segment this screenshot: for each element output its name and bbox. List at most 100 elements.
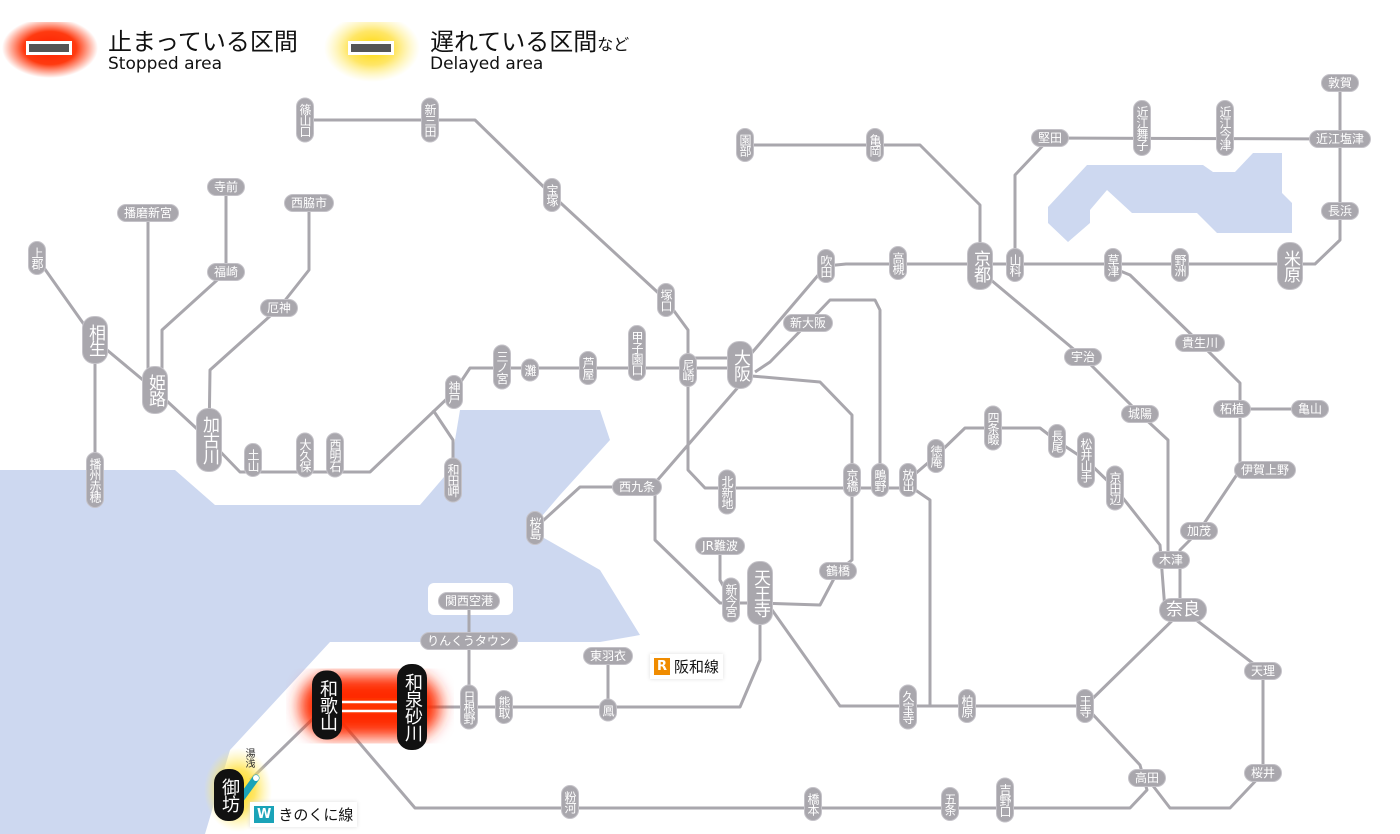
rail-lines	[35, 83, 1342, 810]
rail-line-segment	[907, 426, 1167, 611]
station-tsuchiyama[interactable]: 土山	[244, 443, 262, 477]
station-izumisunagawa[interactable]: 和泉砂川	[397, 664, 427, 750]
station-matsuiyamate[interactable]: 松井山手	[1077, 432, 1095, 488]
station-amagasaki[interactable]: 尼崎	[679, 353, 697, 387]
line-label-kinokuni[interactable]: W きのくに線	[250, 802, 358, 827]
station-nara[interactable]: 奈良	[1159, 598, 1207, 622]
station-suita[interactable]: 吹田	[817, 249, 835, 283]
kinokuni-line-name: きのくに線	[278, 806, 354, 824]
station-nagahama[interactable]: 長浜	[1320, 202, 1360, 220]
hanwa-badge: R	[654, 658, 671, 675]
station-kameyama[interactable]: 亀山	[1290, 400, 1330, 418]
station-nagao[interactable]: 長尾	[1048, 424, 1066, 458]
station-kyotanabe[interactable]: 京田辺	[1106, 465, 1124, 511]
station-takatsuki[interactable]: 高槻	[889, 246, 907, 280]
station-katata[interactable]: 堅田	[1030, 129, 1070, 147]
station-teramae[interactable]: 寺前	[206, 178, 246, 196]
station-igaueno[interactable]: 伊賀上野	[1233, 461, 1297, 479]
station-tsuge[interactable]: 柘植	[1212, 400, 1252, 418]
station-shinimamiya[interactable]: 新今宮	[722, 577, 740, 623]
station-tokuan[interactable]: 徳庵	[927, 439, 945, 473]
station-oji[interactable]: 王寺	[1076, 689, 1094, 723]
station-sonobe[interactable]: 園部	[736, 128, 754, 162]
station-tenri[interactable]: 天理	[1243, 662, 1283, 680]
station-kameoka[interactable]: 亀岡	[866, 128, 884, 162]
station-jrnamba[interactable]: JR難波	[695, 537, 745, 555]
station-nishiakashi[interactable]: 西明石	[326, 432, 344, 478]
station-osaka[interactable]: 大阪	[727, 341, 753, 389]
station-kobe[interactable]: 神戸	[445, 375, 463, 409]
rail-line-segment	[1013, 136, 1341, 265]
rail-line-segment	[207, 203, 311, 441]
station-ashiya[interactable]: 芦屋	[579, 351, 597, 385]
station-kyobashi[interactable]: 京橋	[843, 463, 861, 497]
station-kizu[interactable]: 木津	[1151, 551, 1191, 569]
station-kakogawa[interactable]: 加古川	[196, 408, 222, 472]
station-sannomiya[interactable]: 三ノ宮	[493, 344, 511, 390]
station-wakayama[interactable]: 和歌山	[312, 670, 342, 740]
station-banshuako[interactable]: 播州赤穂	[86, 452, 104, 508]
station-koshienguchi[interactable]: 甲子園口	[628, 325, 646, 381]
station-omishiotsu[interactable]: 近江塩津	[1308, 130, 1372, 148]
station-uji[interactable]: 宇治	[1063, 348, 1103, 366]
station-himeji[interactable]: 姫路	[142, 366, 168, 414]
station-yuasa[interactable]: 湯浅	[243, 748, 254, 768]
rail-line-segment	[754, 298, 882, 488]
station-nada[interactable]: 灘	[521, 358, 539, 382]
station-kamigori[interactable]: 上郡	[28, 241, 46, 275]
station-sakurai[interactable]: 桜井	[1243, 764, 1283, 782]
station-gobo[interactable]: 御坊	[214, 769, 244, 821]
station-kansaiairport[interactable]: 関西空港	[437, 592, 501, 610]
station-tsukaguchi[interactable]: 塚口	[657, 283, 675, 317]
station-harimashingu[interactable]: 播磨新宮	[116, 204, 180, 222]
station-okubo[interactable]: 大久保	[296, 432, 314, 478]
line-label-hanwa[interactable]: R 阪和線	[650, 654, 724, 679]
station-takarazuka[interactable]: 宝塚	[543, 178, 561, 212]
station-kokawa[interactable]: 粉河	[561, 785, 579, 819]
station-kusatsu[interactable]: 草津	[1104, 248, 1122, 282]
station-tennoji[interactable]: 天王寺	[747, 561, 773, 625]
station-omiimazu[interactable]: 近江今津	[1216, 100, 1234, 156]
station-kyuhoji[interactable]: 久宝寺	[899, 684, 917, 730]
station-maibara[interactable]: 米原	[1277, 242, 1303, 290]
station-kumatori[interactable]: 熊取	[495, 690, 513, 724]
station-kamo[interactable]: 加茂	[1179, 522, 1219, 540]
station-rinkutown[interactable]: りんくうタウン	[420, 632, 518, 650]
station-nishikujo[interactable]: 西九条	[611, 478, 663, 496]
station-nishiwakishi[interactable]: 西脇市	[283, 194, 335, 212]
station-otori[interactable]: 鳳	[599, 698, 617, 722]
station-yoshinoguchi[interactable]: 吉野口	[996, 777, 1014, 823]
station-shijonawate[interactable]: 四条畷	[984, 405, 1002, 451]
station-yamashina[interactable]: 山科	[1006, 248, 1024, 282]
station-tsuruhashi[interactable]: 鶴橋	[818, 562, 858, 580]
station-kashiwara[interactable]: 柏原	[958, 689, 976, 723]
legend-delayed-jp-suffix: など	[597, 35, 630, 54]
station-gojo[interactable]: 五条	[941, 787, 959, 821]
station-takada[interactable]: 高田	[1127, 769, 1167, 787]
station-sakurajima[interactable]: 桜島	[526, 511, 544, 545]
station-tsuruga[interactable]: 敦賀	[1320, 74, 1360, 92]
station-yasu[interactable]: 野洲	[1171, 248, 1189, 282]
station-fukusaki[interactable]: 福崎	[206, 263, 246, 281]
station-kyoto[interactable]: 京都	[967, 242, 993, 290]
station-aioi[interactable]: 相生	[82, 316, 108, 364]
station-shinosaka[interactable]: 新大阪	[782, 314, 834, 332]
legend-stopped-en: Stopped area	[108, 54, 223, 74]
station-sasayamaguchi[interactable]: 篠山口	[296, 97, 314, 143]
rail-line-segment	[1112, 266, 1242, 610]
station-kitashinchi[interactable]: 北新地	[718, 469, 736, 515]
station-joyo[interactable]: 城陽	[1120, 405, 1160, 423]
osaka-bay	[0, 410, 640, 834]
station-shigino[interactable]: 鴫野	[871, 463, 889, 497]
station-hanaten[interactable]: 放出	[899, 463, 917, 497]
station-hashimoto[interactable]: 橋本	[804, 787, 822, 821]
legend-delayed-jp: 遅れている区間など	[430, 22, 629, 57]
station-shinsanda[interactable]: 新三田	[421, 97, 439, 143]
station-omimaiko[interactable]: 近江舞子	[1133, 100, 1151, 156]
station-wadamisaki[interactable]: 和田岬	[444, 457, 462, 503]
station-yakujin[interactable]: 厄神	[259, 299, 299, 317]
station-kibukawa[interactable]: 貴生川	[1174, 334, 1226, 352]
station-higashihagoromo[interactable]: 東羽衣	[582, 647, 634, 665]
rail-line-segment	[1145, 608, 1265, 810]
station-hineno[interactable]: 日根野	[460, 684, 478, 730]
